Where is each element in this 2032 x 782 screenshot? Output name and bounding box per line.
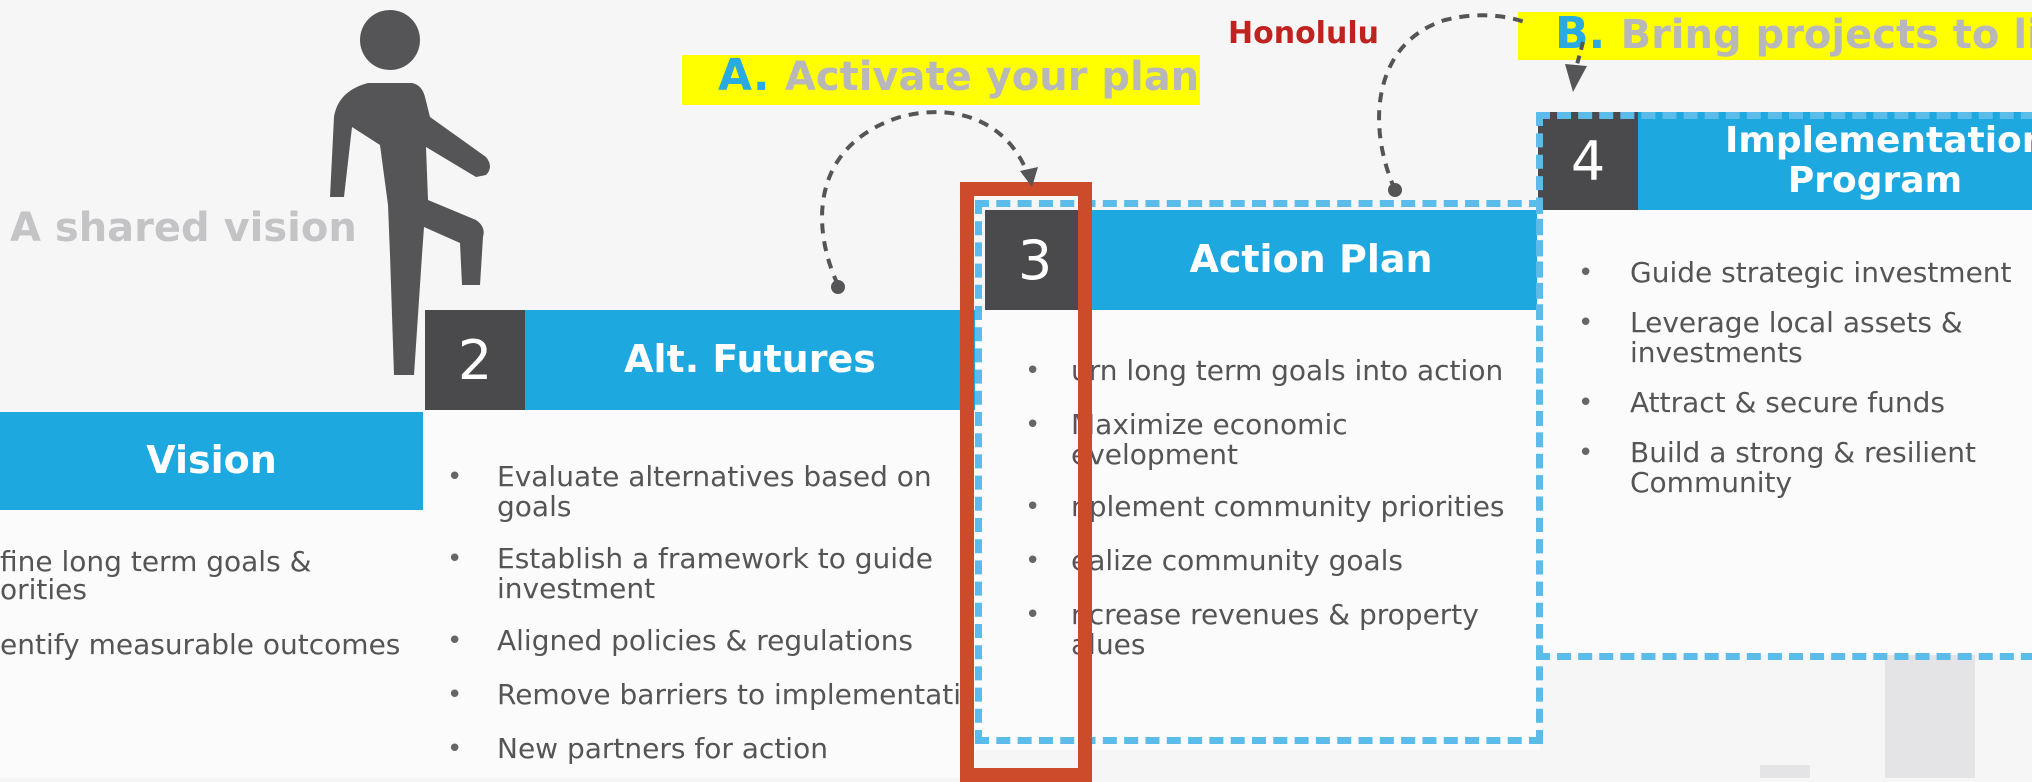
callout-a-text: Activate your plan — [784, 54, 1200, 100]
callout-b-title: B. Bring projects to life — [1555, 8, 2032, 59]
implementation-bullets: Guide strategic investment Leverage loca… — [1578, 258, 2018, 498]
list-item: Attract & secure funds — [1578, 388, 2018, 419]
vision-bullets: fine long term goals & orities — [0, 548, 420, 604]
red-highlight-box — [960, 182, 1092, 782]
list-item: urn long term goals into action — [1025, 356, 1535, 387]
callout-b-highlight — [1518, 12, 2032, 60]
list-item: Guide strategic investment — [1578, 258, 2018, 289]
callout-a-highlight — [682, 55, 1200, 105]
list-item: Build a strong & resilient Community — [1578, 438, 1990, 498]
list-item: ncrease revenues & property alues — [1025, 600, 1491, 660]
shared-vision-text: A shared vision — [10, 205, 357, 251]
callout-b-text: Bring projects to life — [1620, 12, 2032, 58]
alt-futures-title: Alt. Futures — [624, 337, 876, 382]
callout-b-letter: B. — [1555, 8, 1606, 59]
action-plan-header: Action Plan — [1085, 210, 1537, 310]
curved-dashed-arrow-icon — [820, 110, 1038, 294]
callout-a-letter: A. — [718, 50, 770, 101]
list-item: nplement community priorities — [1025, 492, 1535, 523]
step-3-number-box: 3 — [985, 210, 1085, 310]
action-plan-bullets: urn long term goals into action Maximize… — [1025, 356, 1535, 660]
background-building-small — [1760, 765, 1810, 778]
curved-dashed-arrow-icon — [1377, 13, 1587, 197]
implementation-dashed-frame — [1536, 112, 2032, 660]
implementation-title: Implementation Program — [1725, 120, 2032, 201]
vision-header: Vision — [0, 412, 423, 510]
list-item: Remove barriers to implementati — [447, 680, 967, 711]
list-item: Leverage local assets & investments — [1578, 308, 1970, 368]
step-2-number-box: 2 — [425, 310, 525, 410]
alt-futures-header: Alt. Futures — [525, 310, 975, 410]
step-3-number: 3 — [1017, 228, 1053, 292]
callout-a-title: A. Activate your plan — [718, 50, 1199, 101]
stair-step-1 — [0, 510, 425, 778]
city-label: Honolulu — [1228, 16, 1379, 51]
walking-person-icon — [330, 10, 490, 375]
list-item: Aligned policies & regulations — [447, 626, 967, 657]
list-item: New partners for action — [447, 734, 967, 765]
step-4-number-box: 4 — [1538, 112, 1638, 210]
step-4-number: 4 — [1570, 129, 1606, 193]
list-item: Maximize economic evelopment — [1025, 410, 1371, 470]
action-plan-title: Action Plan — [1189, 237, 1433, 282]
background-building-right — [1885, 640, 1975, 778]
list-item: fine long term goals & orities — [0, 545, 312, 606]
list-item: Evaluate alternatives based on goals — [447, 462, 967, 522]
implementation-header: Implementation Program — [1638, 112, 2032, 210]
step-2-number: 2 — [457, 328, 493, 392]
list-item: Establish a framework to guide investmen… — [447, 544, 967, 604]
list-item: ealize community goals — [1025, 546, 1535, 577]
vision-bullet-2: entify measurable outcomes — [0, 628, 401, 661]
vision-title: Vision — [146, 438, 277, 483]
alt-futures-bullets: Evaluate alternatives based on goals Est… — [447, 462, 967, 765]
